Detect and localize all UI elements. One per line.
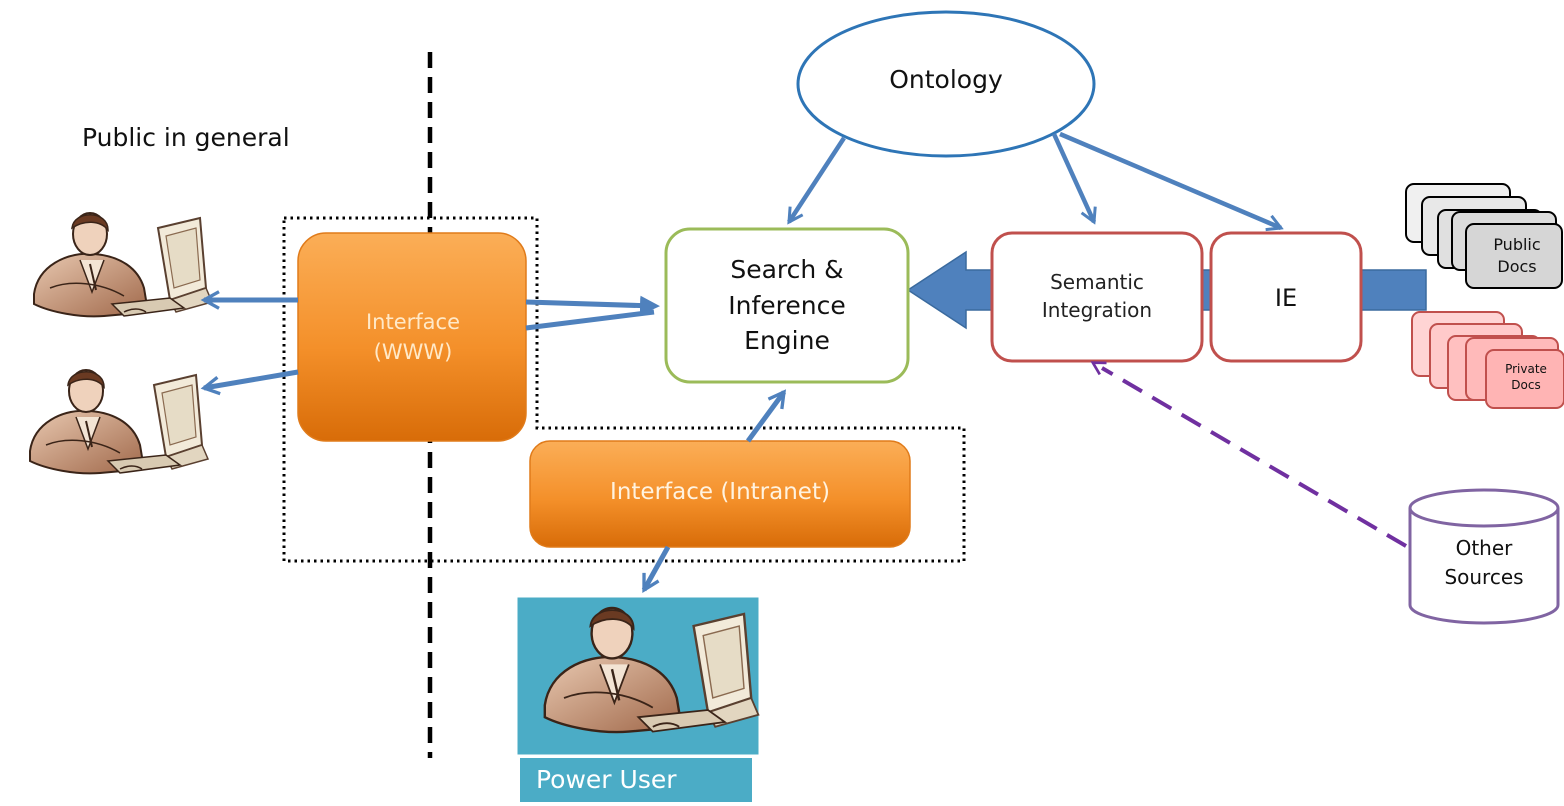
arrow-ontology-to-ie — [1059, 131, 1281, 228]
arrow-www-to-user-2 — [204, 369, 299, 388]
public-user-1-icon — [33, 212, 213, 318]
ontology-label: Ontology — [889, 65, 1003, 94]
search-engine-label: Search & Inference Engine — [728, 255, 846, 355]
ie-label: IE — [1274, 284, 1298, 312]
arrow-intranet-to-search — [745, 392, 784, 443]
private-docs-label: Private Docs — [1505, 362, 1547, 393]
ontology-node — [796, 10, 1096, 158]
interface-intranet-node — [529, 440, 911, 548]
public-user-2-icon — [29, 369, 209, 475]
interface-intranet-label: Interface (Intranet) — [610, 479, 830, 505]
arrow-www-to-search-1 — [525, 295, 660, 316]
power-user-icon — [516, 596, 760, 802]
interface-www-label: Interface (WWW) — [365, 310, 461, 365]
other-sources-node — [1408, 488, 1560, 625]
arrow-intranet-to-power-user — [641, 545, 671, 590]
search-engine-node — [664, 227, 910, 384]
power-user-label: Power User — [536, 765, 677, 794]
semantic-integration-label: Semantic Integration — [1041, 270, 1153, 322]
arrow-ontology-to-semantic — [1051, 133, 1094, 222]
interface-www-node — [297, 232, 527, 442]
dotted-boundary — [282, 216, 966, 563]
private-docs-stack — [1411, 311, 1564, 409]
public-docs-label: Public Docs — [1493, 235, 1541, 277]
public-in-general-heading: Public in general — [82, 123, 290, 152]
arrow-ontology-to-search — [787, 136, 846, 222]
semantic-integration-node — [990, 231, 1204, 363]
dashed-arrow-other-to-semantic — [1102, 368, 1408, 548]
arrow-www-to-search-2 — [525, 309, 655, 331]
other-sources-label: Other Sources — [1444, 536, 1524, 589]
public-docs-stack — [1405, 183, 1563, 289]
ie-node — [1209, 231, 1363, 363]
